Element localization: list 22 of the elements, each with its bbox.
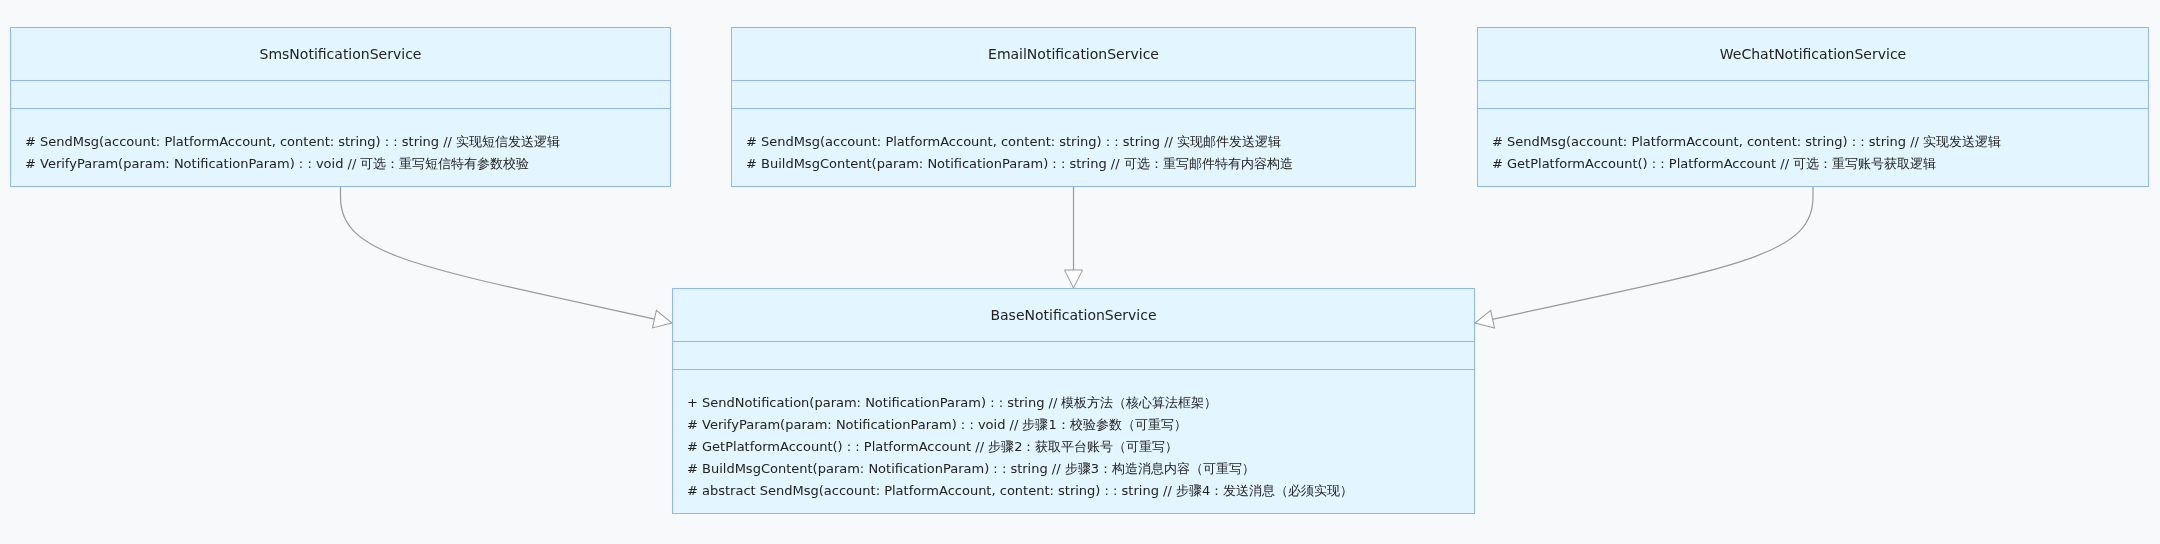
inheritance-arrow (339, 186, 673, 329)
method-text: # VerifyParam(param: NotificationParam) : : void // 可选：重写短信特有参数校验 (25, 155, 531, 173)
method-text: + SendNotification(param: NotificationParam) : : string // 模板方法（核心算法框架） (687, 394, 1219, 412)
class-box (1477, 27, 2149, 187)
method-text: # BuildMsgContent(param: NotificationParam) : : string // 可选：重写邮件特有内容构造 (746, 155, 1294, 173)
class-box (672, 288, 1475, 514)
method-text: # SendMsg(account: PlatformAccount, content: string) : : string // 实现邮件发送逻辑 (746, 133, 1283, 151)
method-text: # BuildMsgContent(param: NotificationParam) : : string // 步骤3：构造消息内容（可重写） (687, 460, 1256, 478)
class-name: EmailNotificationService (988, 46, 1159, 62)
class-box (731, 27, 1416, 187)
class-name: WeChatNotificationService (1719, 46, 1907, 62)
class-name: BaseNotificationService (990, 307, 1157, 323)
inheritance-arrow (1064, 186, 1083, 289)
class-box (10, 27, 671, 187)
method-text: # SendMsg(account: PlatformAccount, content: string) : : string // 实现发送逻辑 (1492, 133, 2003, 151)
method-text: # VerifyParam(param: NotificationParam) : : void // 步骤1：校验参数（可重写） (687, 416, 1188, 434)
method-text: # abstract SendMsg(account: PlatformAccount, content: string) : : string // 步骤4：发送消息（必须实现） (687, 482, 1355, 500)
method-text: # GetPlatformAccount() : : PlatformAccount // 步骤2：获取平台账号（可重写） (687, 438, 1180, 456)
method-text: # SendMsg(account: PlatformAccount, content: string) : : string // 实现短信发送逻辑 (25, 133, 562, 151)
inheritance-arrow (1474, 186, 1814, 329)
method-text: # GetPlatformAccount() : : PlatformAccount // 可选：重写账号获取逻辑 (1492, 155, 1938, 173)
class-name: SmsNotificationService (259, 46, 422, 62)
